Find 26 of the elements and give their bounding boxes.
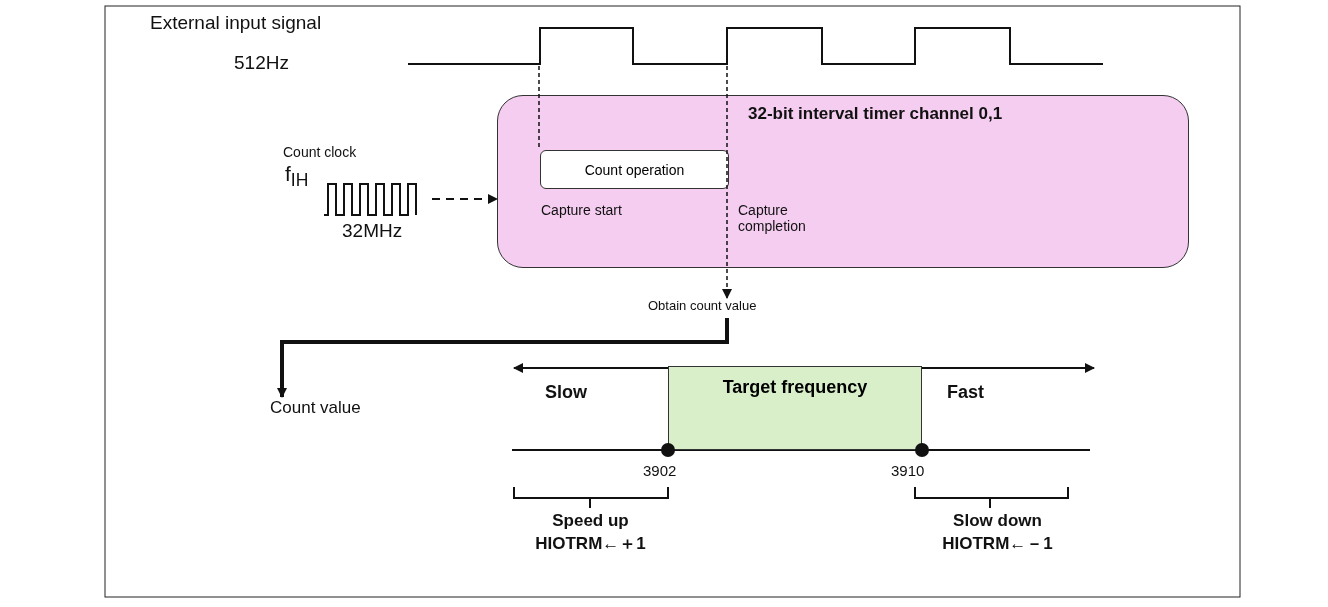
clock-symbol: f$_{IH}$ [285, 161, 309, 193]
arrow [431, 194, 498, 204]
clock-waveform [323, 182, 419, 217]
axis-title: Count value [270, 398, 380, 420]
square-wave-signal [407, 26, 1104, 66]
clock-name: Count clock [283, 143, 357, 162]
block-note: Capture completion [738, 202, 807, 234]
block-note: Capture start [541, 202, 622, 218]
signal-name: External input signal [150, 11, 322, 35]
timer-block [497, 95, 1189, 268]
box-label: Target frequency [722, 377, 868, 398]
box-label: Count operation [584, 161, 685, 178]
step-text: Obtain count value [648, 298, 806, 316]
range-label: Fast [947, 381, 984, 404]
process-box [540, 150, 729, 189]
range-label: Slow [545, 381, 587, 404]
block-title: 32-bit interval timer channel 0,1 [748, 104, 1003, 124]
frequency-label: 512Hz [234, 51, 289, 75]
arrow [277, 318, 729, 398]
action-note: Speed up HIOTRM←＋1 [534, 510, 647, 555]
target-range-box [668, 366, 922, 450]
tick-label: 3902 [643, 461, 677, 481]
frequency-label: 32MHz [342, 220, 403, 242]
action-note: Slow down HIOTRM←－1 [941, 510, 1054, 555]
tick-label: 3910 [891, 461, 925, 481]
arrow [722, 65, 732, 299]
